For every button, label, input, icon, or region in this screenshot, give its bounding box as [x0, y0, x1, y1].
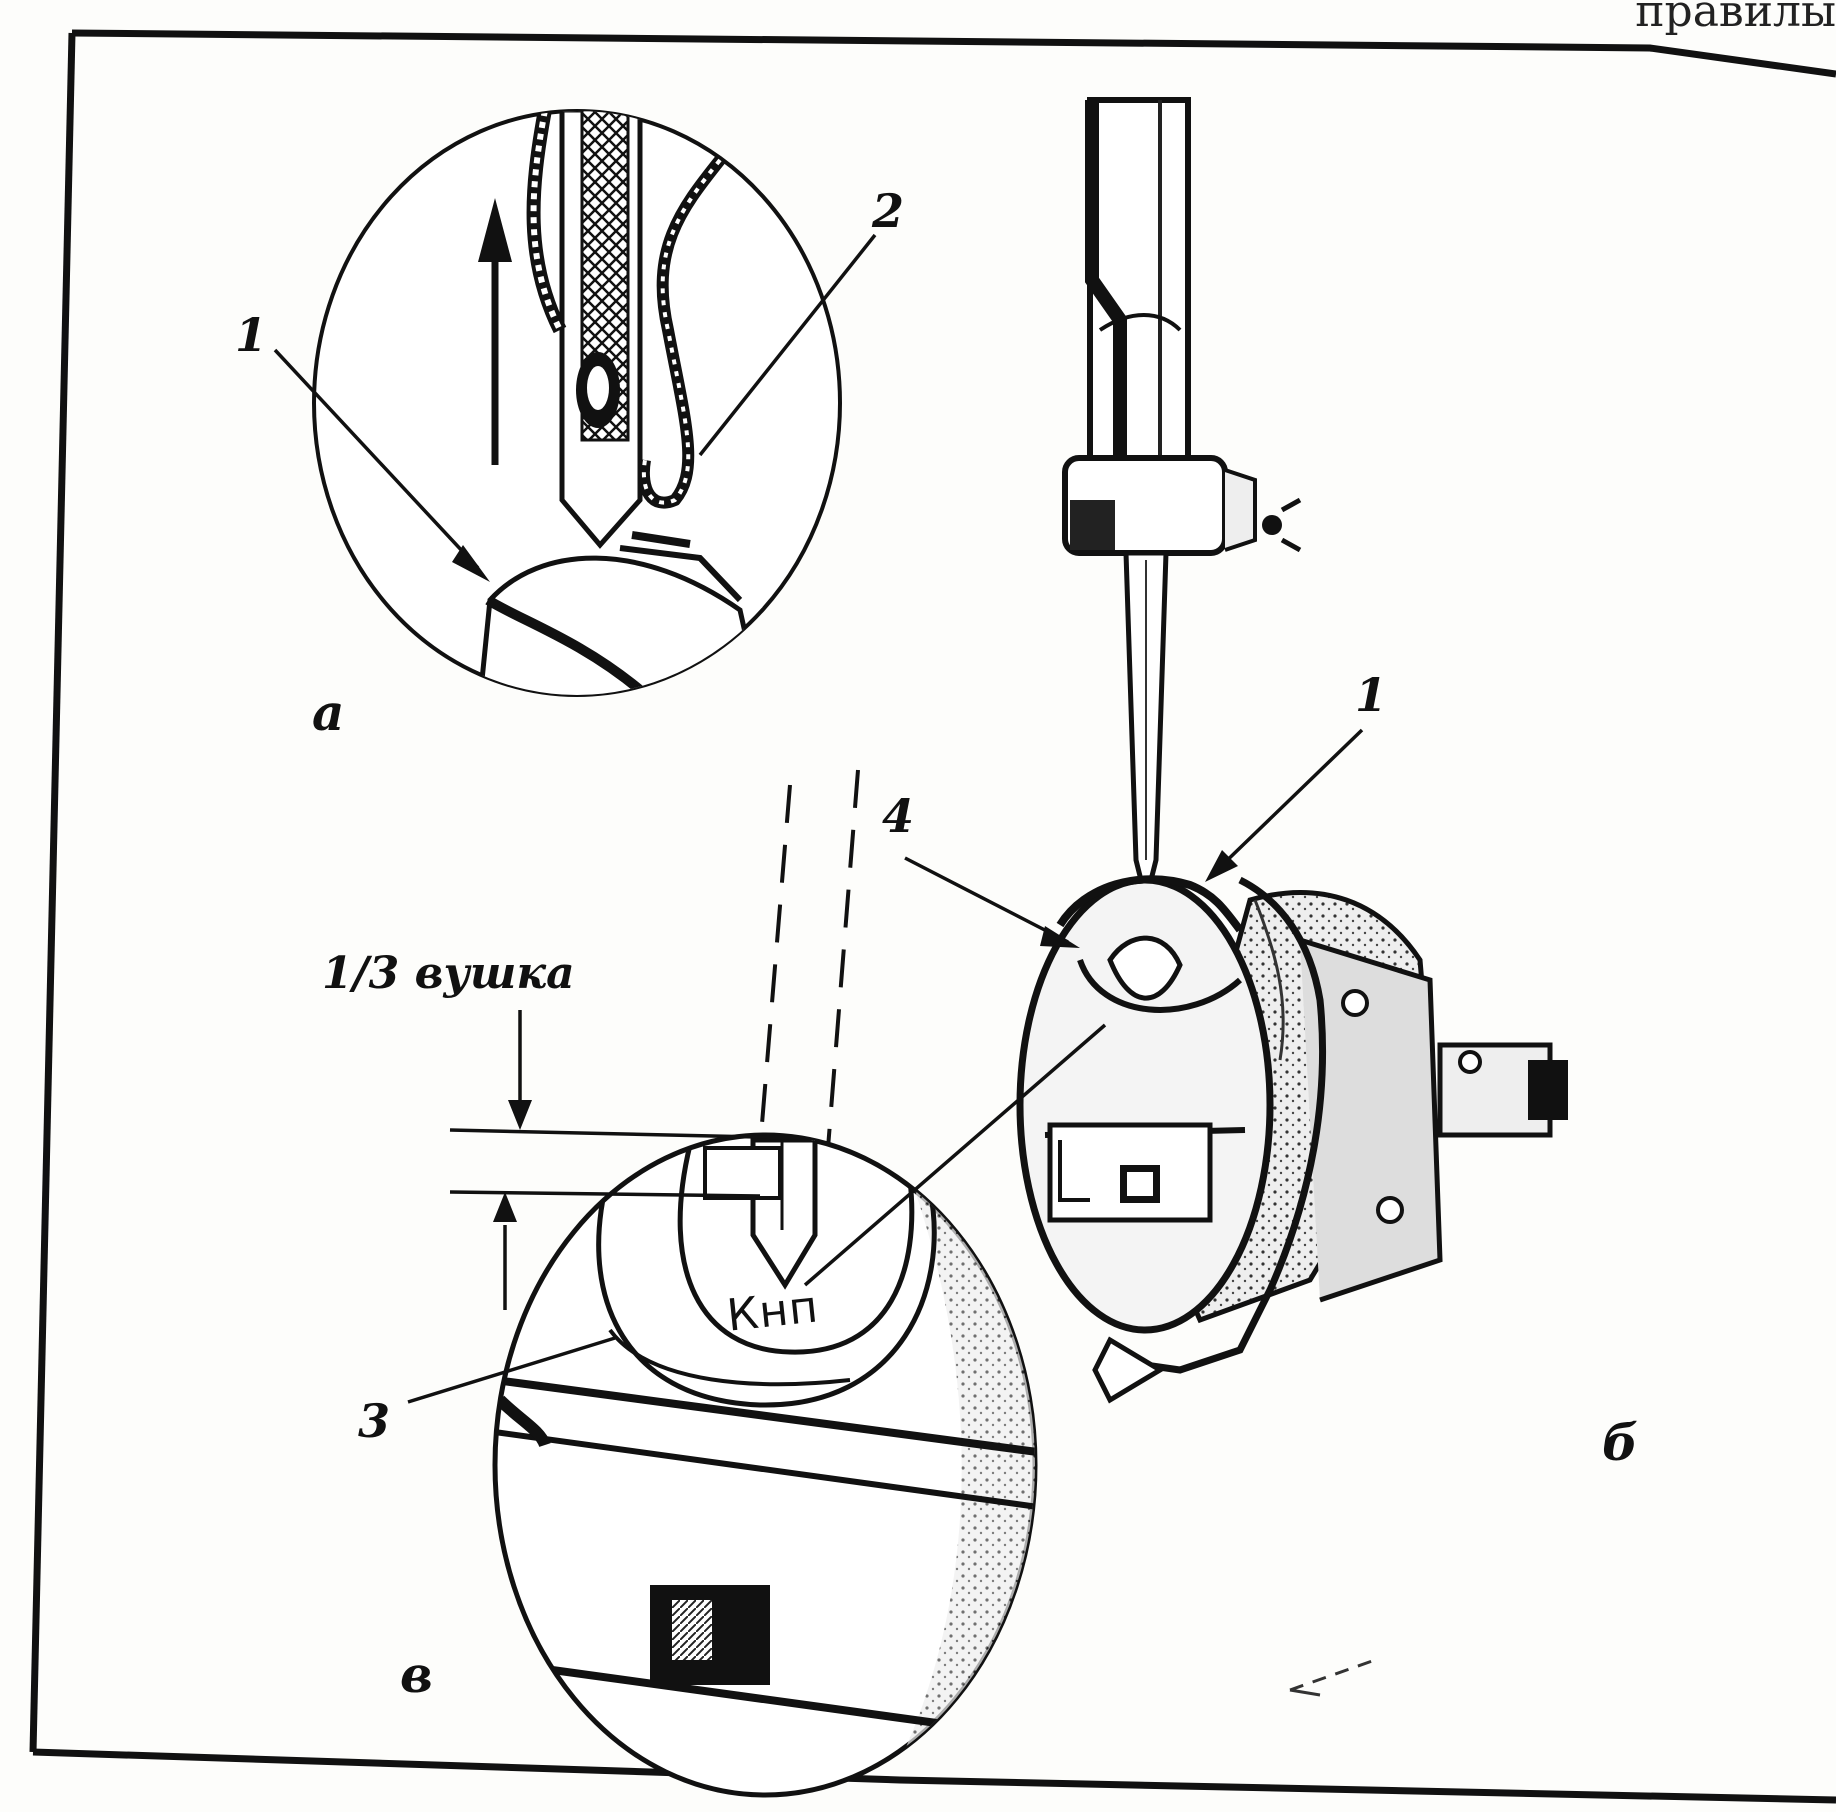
callout-a-1: 1 [235, 308, 268, 362]
up-arrow-icon [478, 198, 512, 465]
dimension-label: 1/3 вушка [322, 948, 575, 999]
callout-a-2: 2 [872, 184, 905, 238]
detail-circle-v [407, 769, 1107, 1798]
needle-clamp [1062, 455, 1302, 556]
needle-a [559, 111, 643, 549]
leader-a-2 [698, 233, 877, 457]
leader-b-1 [1205, 728, 1364, 882]
hook-beak-a [477, 531, 764, 695]
callout-b-4: 4 [882, 789, 915, 843]
leader-a-1 [273, 348, 490, 582]
hook-assembly-b [904, 97, 1568, 1404]
dashed-projection-right [826, 769, 860, 1149]
hook-u-shape [596, 1169, 937, 1408]
needle-v [703, 1137, 818, 1290]
hook-beak-b [1056, 875, 1327, 1404]
header-cropped-text: правилы [1635, 0, 1836, 37]
callout-v-3: 3 [358, 1394, 391, 1448]
needle-b [1123, 550, 1169, 901]
panel-letter-a: а [312, 683, 345, 742]
callout-b-1: 1 [1355, 668, 1388, 722]
leader-v-3 [407, 1336, 616, 1404]
detail-circle-a [273, 109, 877, 697]
dashed-projection-left [758, 784, 792, 1149]
hook-engraving: Кнп [724, 1281, 822, 1342]
bobbin-case [1016, 876, 1274, 1334]
panel-letter-b: б [1602, 1413, 1639, 1472]
leader-b-4 [904, 856, 1080, 948]
figure-frame [29, 29, 1836, 1804]
dimension-marker [449, 1010, 801, 1310]
needle-bar [1085, 97, 1191, 473]
leader-v-link [803, 1023, 1107, 1287]
panel-letter-v: в [400, 1645, 433, 1704]
